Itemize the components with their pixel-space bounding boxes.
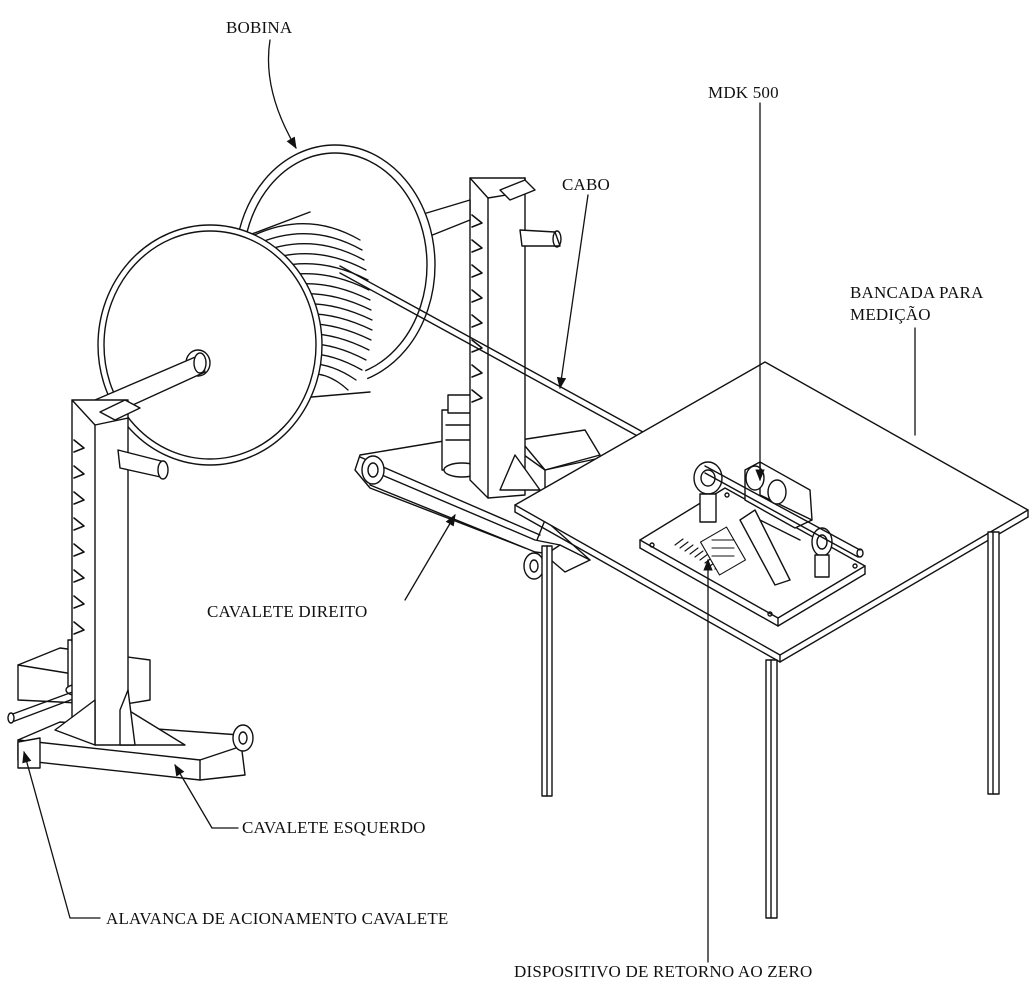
right-stand <box>354 177 601 580</box>
label-mdk-500: MDK 500 <box>708 83 779 102</box>
label-cavalete-esquerdo: CAVALETE ESQUERDO <box>242 818 426 837</box>
label-bobina: BOBINA <box>226 18 293 37</box>
label-bancada-line1: BANCADA PARA <box>850 283 984 302</box>
label-dispositivo-retorno: DISPOSITIVO DE RETORNO AO ZERO <box>514 962 813 981</box>
label-cabo: CABO <box>562 175 611 194</box>
left-stand <box>7 399 254 781</box>
measuring-device <box>639 461 866 627</box>
label-alavanca: ALAVANCA DE ACIONAMENTO CAVALETE <box>106 909 449 928</box>
leader-lines <box>22 39 916 963</box>
reel <box>94 144 471 466</box>
label-bancada-line2: MEDIÇÃO <box>850 305 931 324</box>
label-cavalete-direito: CAVALETE DIREITO <box>207 602 368 621</box>
